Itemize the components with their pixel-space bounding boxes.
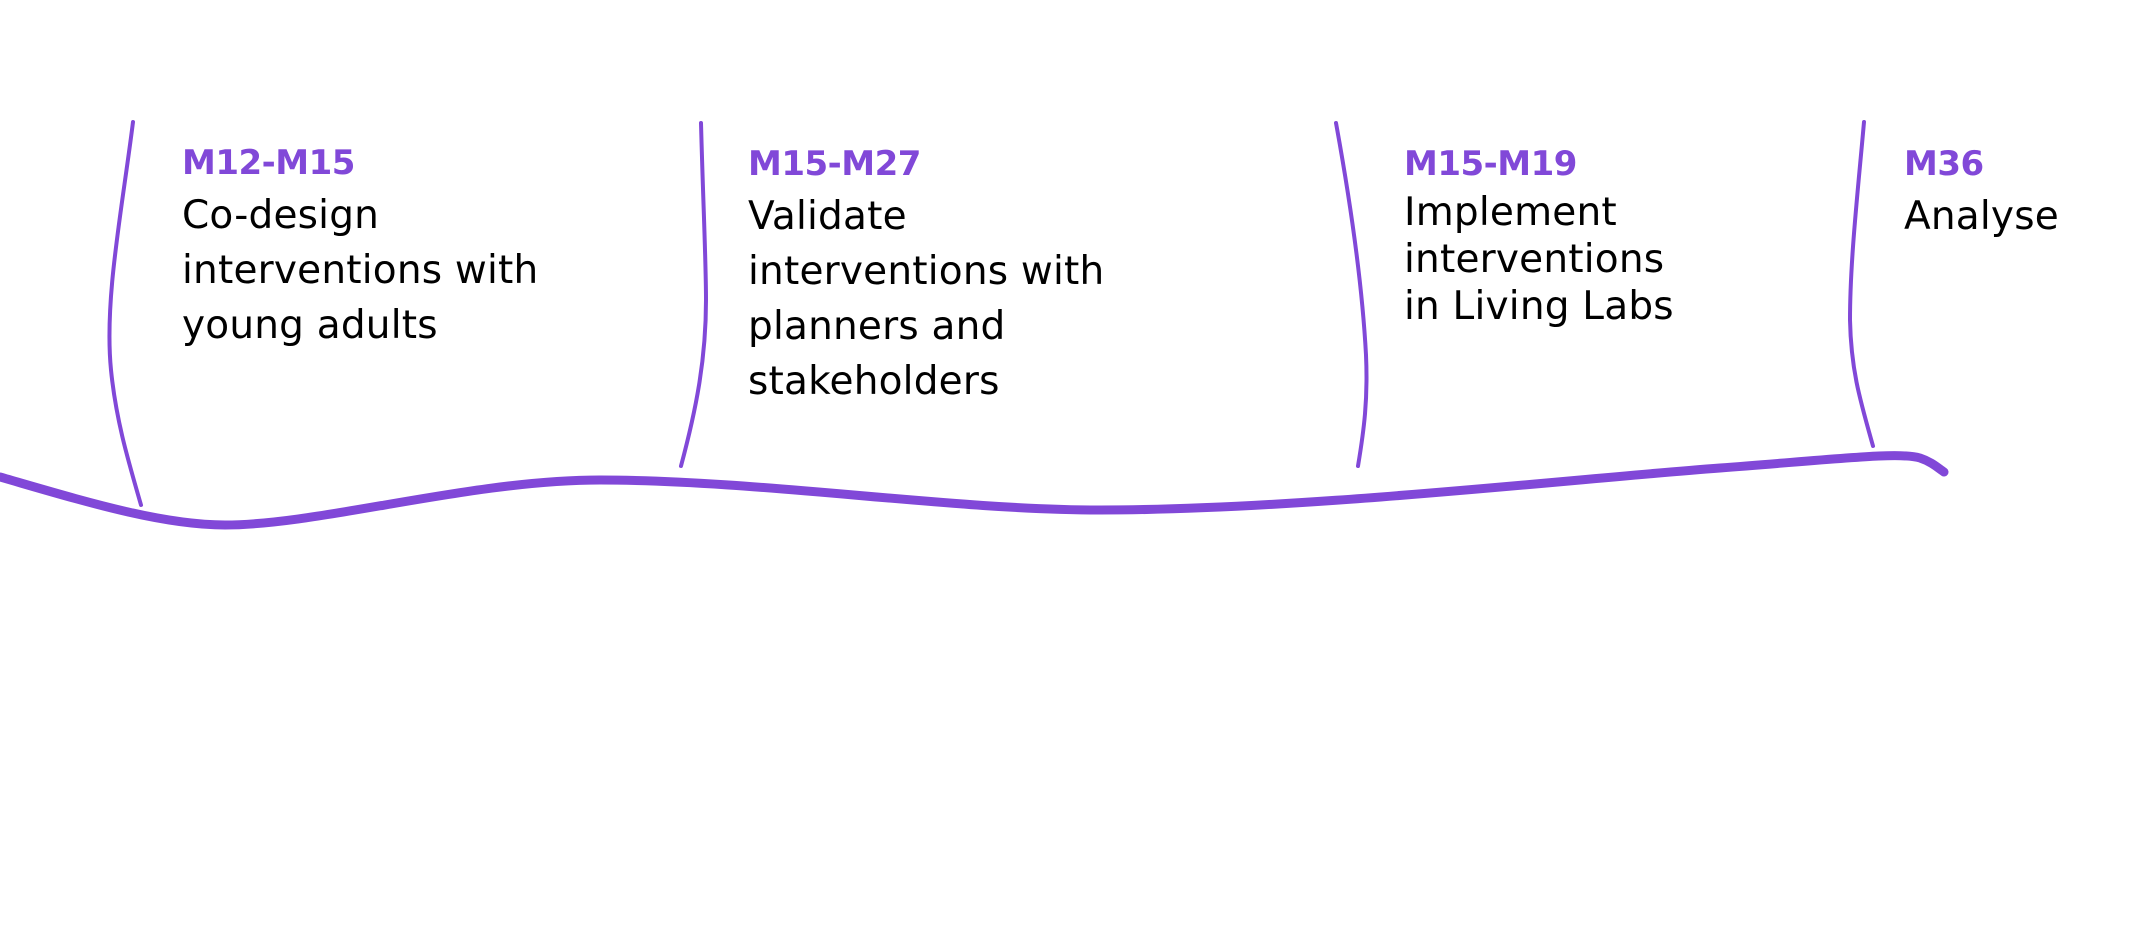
timeline-axis-line: [0, 451, 1949, 530]
milestone-connector-3: [1334, 121, 1369, 468]
milestone-2: M15-M27 Validate interventions with plan…: [748, 139, 1104, 409]
milestone-1: M12-M15 Co-design interventions with you…: [182, 138, 538, 353]
milestone-3: M15-M19 Implement interventions in Livin…: [1404, 139, 1674, 330]
milestone-description-1: Co-design interventions with young adult…: [182, 193, 539, 348]
milestone-connector-4: [1847, 120, 1875, 448]
milestone-4: M36 Analyse: [1904, 139, 2059, 244]
milestone-connector-2: [679, 121, 709, 468]
milestone-description-3: Implement interventions in Living Labs: [1404, 190, 1674, 329]
milestone-period-2: M15-M27: [748, 144, 921, 184]
milestone-connector-1: [107, 120, 143, 507]
milestone-description-2: Validate interventions with planners and…: [748, 194, 1105, 404]
milestone-description-4: Analyse: [1904, 194, 2059, 239]
milestone-period-1: M12-M15: [182, 143, 355, 183]
milestone-period-3: M15-M19: [1404, 144, 1577, 184]
milestone-period-4: M36: [1904, 144, 1984, 184]
